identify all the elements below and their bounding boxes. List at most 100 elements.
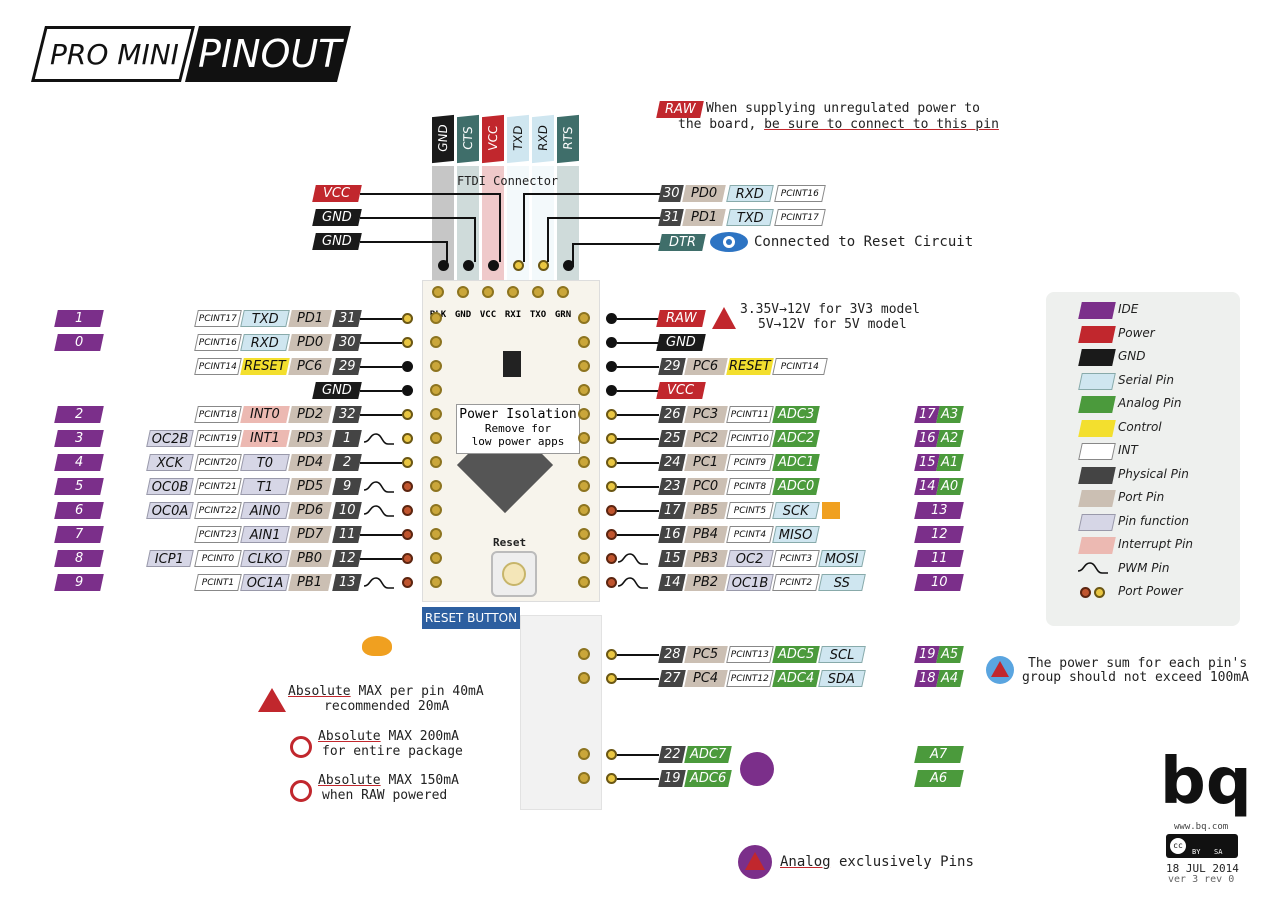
connector-line	[617, 366, 659, 368]
function-tag: RESET	[240, 358, 290, 375]
ftdi-power-tag: GND	[312, 209, 362, 226]
connector-line	[360, 558, 402, 560]
ftdi-pin-text: CTS	[461, 125, 475, 151]
pin-dot	[606, 385, 617, 396]
board-top-pin	[457, 286, 469, 298]
pin-dot	[402, 409, 413, 420]
title-part2-text: PINOUT	[198, 32, 342, 76]
note-line2: when RAW powered	[322, 788, 448, 803]
connector-line	[617, 754, 659, 756]
board-pin	[578, 504, 590, 516]
serial-tag: SCL	[818, 646, 866, 663]
legend-swatch	[1078, 349, 1116, 366]
board-pin	[578, 432, 590, 444]
pin-dot	[606, 313, 617, 324]
pin-number: 29	[332, 358, 362, 375]
port-tag: PC2	[684, 430, 728, 447]
board-pin	[578, 772, 590, 784]
board-top-pin	[432, 286, 444, 298]
ftdi-pin-dot	[563, 260, 574, 271]
power-tag: RAW	[656, 310, 706, 327]
pwm-wave-icon	[364, 433, 394, 445]
pin-number: 29	[658, 358, 686, 375]
pin-number: 11	[332, 526, 362, 543]
pin-dot	[606, 457, 617, 468]
ftdi-pin-dot	[513, 260, 524, 271]
pin-dot	[606, 749, 617, 760]
pcint-tag: PCINT22	[194, 502, 242, 519]
ftdi-pin-text: GND	[436, 123, 450, 153]
connector-line	[617, 778, 659, 780]
pcint-tag: PCINT19	[194, 430, 242, 447]
pin-number: 28	[658, 646, 686, 663]
pwm-wave-icon	[364, 505, 394, 517]
port-tag: PB2	[684, 574, 728, 591]
ide-number: 12	[914, 526, 964, 543]
ftdi-pin-text: VCC	[486, 124, 500, 152]
legend-dot	[1094, 587, 1105, 598]
analog-warning-icon	[740, 752, 774, 786]
pin-dot	[402, 529, 413, 540]
extra-function-tag: OC2	[726, 550, 774, 567]
legend-swatch	[1078, 513, 1116, 531]
pin-dot	[402, 433, 413, 444]
note-line1: Absolute MAX 200mA	[318, 729, 459, 744]
pwm-wave-icon	[1078, 561, 1108, 574]
pin-number: 26	[658, 406, 686, 423]
note-line1: Absolute MAX per pin 40mA	[288, 684, 484, 699]
ide-number: 3	[54, 430, 104, 447]
pin-dot	[606, 361, 617, 372]
note-line2: for entire package	[322, 744, 463, 759]
pin-number: 16	[658, 526, 686, 543]
legend-swatch	[1078, 372, 1116, 390]
ide-number: 0	[54, 334, 104, 351]
pin-dot	[606, 481, 617, 492]
board-pin	[430, 576, 442, 588]
board-pin	[430, 432, 442, 444]
ftdi-power-tag: GND	[312, 233, 362, 250]
port-tag: PC6	[288, 358, 332, 375]
legend	[1046, 292, 1240, 626]
pcint-tag: PCINT3	[772, 550, 820, 567]
function-tag: AIN1	[240, 526, 290, 543]
pcint-tag: PCINT21	[194, 478, 242, 495]
ftdi-pin-label: GND	[432, 114, 454, 164]
analog-tag: A2	[936, 430, 964, 447]
board-pin	[578, 360, 590, 372]
board-pin	[578, 312, 590, 324]
connector-line	[617, 462, 659, 464]
connector-line	[547, 217, 549, 262]
ftdi-column	[482, 166, 504, 282]
board-pin	[430, 360, 442, 372]
board-pin	[430, 336, 442, 348]
port-tag: PB0	[288, 550, 332, 567]
board-pin	[430, 312, 442, 324]
connector-line	[360, 366, 402, 368]
function-tag: RXD	[240, 334, 290, 351]
pin-dot	[606, 773, 617, 784]
reset-button-label: RESET BUTTON	[422, 607, 520, 629]
isolation-sub1: Remove for	[484, 422, 552, 435]
connector-line	[360, 534, 402, 536]
pin-number: 31	[332, 310, 362, 327]
pcint-tag: PCINT10	[726, 430, 774, 447]
pin-dot	[402, 337, 413, 348]
raw-note-line2: the board, be sure to connect to this pi…	[678, 117, 999, 132]
pcint-tag: PCINT1	[194, 574, 242, 591]
function-tag: SCK	[772, 502, 820, 519]
function-tag: ADC3	[772, 406, 820, 423]
pwm-wave-icon	[618, 553, 648, 565]
ftdi-pin-dot	[463, 260, 474, 271]
board-pin	[578, 336, 590, 348]
pin-number: 17	[658, 502, 686, 519]
pcint-tag: PCINT18	[194, 406, 242, 423]
analog-warning-icon	[738, 845, 772, 879]
ide-number: 2	[54, 406, 104, 423]
note-line2: recommended 20mA	[324, 699, 450, 714]
pwm-wave-icon	[618, 577, 648, 589]
board-pin	[578, 648, 590, 660]
pcint-tag: PCINT11	[726, 406, 774, 423]
function-tag: OC1A	[240, 574, 290, 591]
ftdi-column	[432, 166, 454, 282]
connector-line	[617, 534, 659, 536]
